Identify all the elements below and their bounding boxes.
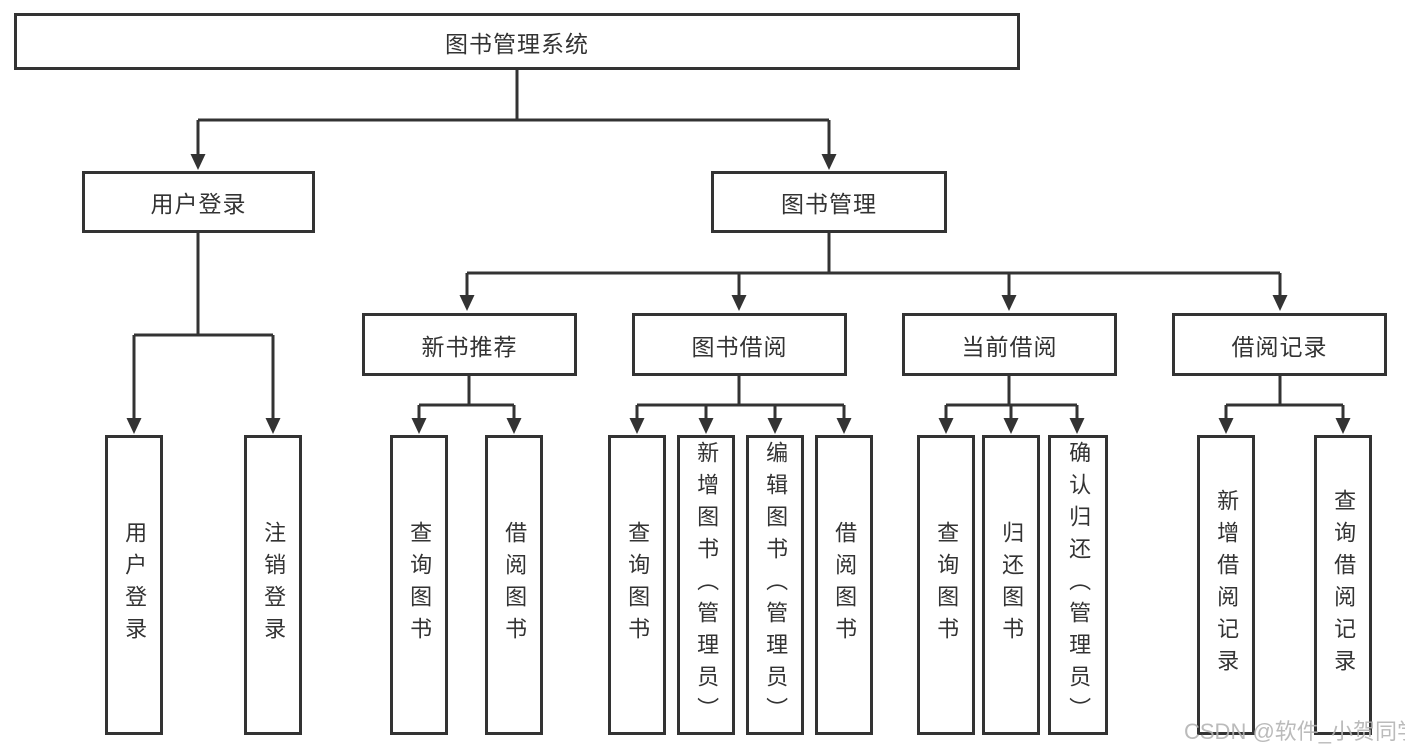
node-new-book-recommendation: 新书推荐 [362, 313, 577, 376]
node-label: 借阅图书 [832, 521, 858, 649]
arrowheads [126, 154, 1351, 434]
node-label: 编辑图书（管理员） [763, 441, 789, 729]
node-label: 注销登录 [261, 521, 287, 649]
node-label: 借阅图书 [502, 521, 528, 649]
leaf-user-login: 用户登录 [105, 435, 163, 735]
leaf-logout: 注销登录 [244, 435, 302, 735]
node-label: 查询借阅记录 [1331, 489, 1357, 681]
leaf-edit-books-admin: 编辑图书（管理员） [746, 435, 804, 735]
leaf-query-books-recommend: 查询图书 [390, 435, 448, 735]
leaf-query-borrow-record: 查询借阅记录 [1314, 435, 1372, 735]
leaf-borrow-books: 借阅图书 [815, 435, 873, 735]
leaf-add-borrow-record: 新增借阅记录 [1197, 435, 1255, 735]
node-label: 新增图书（管理员） [694, 441, 720, 729]
node-borrowing-records: 借阅记录 [1172, 313, 1387, 376]
node-library-management-system: 图书管理系统 [14, 13, 1020, 70]
node-label: 新增借阅记录 [1214, 489, 1240, 681]
node-label: 查询图书 [934, 521, 960, 649]
csdn-watermark: CSDN @软件_小贺同学 [1184, 719, 1405, 744]
node-label: 归还图书 [999, 521, 1025, 649]
node-label: 新书推荐 [421, 333, 518, 360]
node-book-management: 图书管理 [711, 171, 947, 233]
node-label: 图书管理 [781, 191, 877, 217]
node-label: 用户登录 [150, 191, 247, 217]
node-label: 查询图书 [625, 521, 651, 649]
node-label: 当前借阅 [961, 333, 1058, 360]
leaf-add-books-admin: 新增图书（管理员） [677, 435, 735, 735]
node-book-borrowing: 图书借阅 [632, 313, 847, 376]
node-label: 借阅记录 [1231, 333, 1328, 360]
node-current-borrowing: 当前借阅 [902, 313, 1117, 376]
leaf-query-books-current: 查询图书 [917, 435, 975, 735]
node-label: 图书借阅 [691, 333, 788, 360]
node-user-login: 用户登录 [82, 171, 315, 233]
leaf-query-books-borrowing: 查询图书 [608, 435, 666, 735]
leaf-borrow-books-recommend: 借阅图书 [485, 435, 543, 735]
leaf-return-books: 归还图书 [982, 435, 1040, 735]
node-label: 查询图书 [407, 521, 433, 649]
leaf-confirm-return-admin: 确认归还（管理员） [1048, 435, 1108, 735]
node-label: 图书管理系统 [445, 30, 589, 57]
node-label: 确认归还（管理员） [1066, 441, 1092, 729]
node-label: 用户登录 [122, 521, 148, 649]
